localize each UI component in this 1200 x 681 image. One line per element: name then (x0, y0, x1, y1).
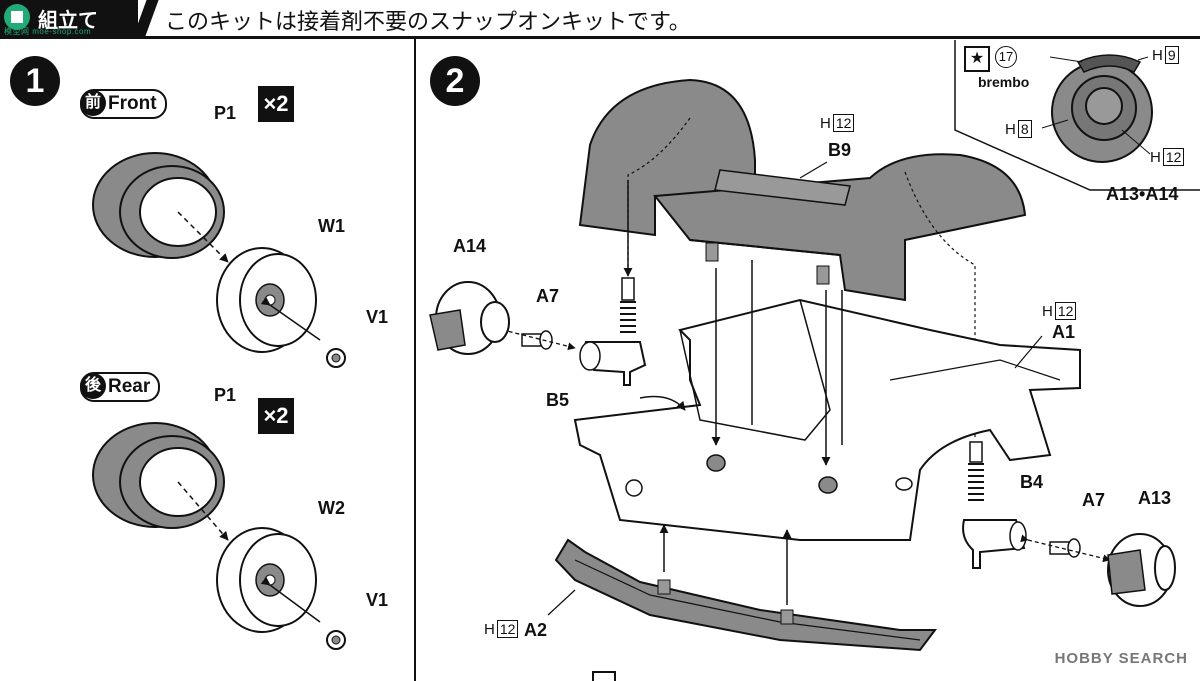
b9-h-prefix: H (820, 115, 831, 132)
front-cap-label: V1 (366, 307, 389, 327)
b4-label: B4 (1020, 472, 1044, 492)
rear-cap-v1 (326, 630, 346, 650)
b9-h-num: 12 (832, 114, 855, 132)
a7-left-label: A7 (536, 286, 560, 306)
inset-h12-prefix: H (1150, 149, 1161, 166)
a1-label: A1 (1052, 322, 1076, 342)
hobby-search-watermark: HOBBY SEARCH (1054, 650, 1188, 667)
watermark-text: 模型网 moe-shop.com (4, 27, 92, 36)
front-wheel-label: W1 (318, 216, 345, 236)
right-shock (968, 441, 984, 501)
step-1-badge: 1 (10, 56, 60, 106)
star-icon: ★ (964, 46, 990, 72)
section-tab: 組立て 模型网 moe-shop.com (0, 0, 138, 36)
left-shock (620, 277, 636, 333)
front-wheel-w1 (216, 247, 317, 353)
part-a1 (573, 298, 1081, 541)
part-a2 (554, 538, 937, 652)
part-a14 (429, 281, 510, 355)
front-tire-p1 (92, 152, 225, 259)
a2-label: A2 (524, 620, 548, 640)
brake-inset (954, 40, 1200, 191)
part-b4 (962, 519, 1027, 569)
step-2-badge: 2 (430, 56, 480, 106)
a2-h-num: 12 (496, 620, 519, 638)
rear-wheel-w2 (216, 527, 317, 633)
part-b9 (578, 78, 1027, 302)
panel-divider (414, 38, 416, 681)
header-bar: 組立て 模型网 moe-shop.com このキットは接着剤不要のスナップオンキ… (0, 0, 1200, 39)
inset-caption: A13•A14 (1106, 184, 1179, 204)
b5-label: B5 (546, 390, 570, 410)
part-a7-right (1049, 538, 1081, 558)
inset-h8-prefix: H (1005, 121, 1016, 138)
part-a13 (1107, 533, 1176, 607)
site-logo-icon (4, 4, 30, 30)
section-title: 組立て (38, 10, 98, 32)
a1-h-num: 12 (1054, 302, 1077, 320)
part-a7-left (521, 330, 553, 350)
a2-h-prefix: H (484, 621, 495, 638)
inset-number-17: 17 (995, 46, 1017, 68)
a7-right-label: A7 (1082, 490, 1106, 510)
front-tire-label: P1 (214, 103, 237, 123)
inset-h12-num: 12 (1162, 148, 1185, 166)
rear-text: Rear (108, 376, 151, 397)
front-text: Front (108, 93, 157, 114)
rear-tire-label: P1 (214, 385, 237, 405)
brembo-logo: brembo (978, 74, 1030, 90)
front-times-badge: ×2 (258, 86, 294, 122)
a14-label: A14 (453, 236, 487, 256)
header-instruction: このキットは接着剤不要のスナップオンキットです。 (165, 9, 691, 34)
a13-label: A13 (1138, 488, 1172, 508)
inset-h8-num: 8 (1017, 120, 1032, 138)
inset-h9-num: 9 (1164, 46, 1179, 64)
a1-h-prefix: H (1042, 303, 1053, 320)
front-kanji: 前 (80, 90, 106, 116)
rear-kanji: 後 (80, 373, 106, 399)
rear-cap-label: V1 (366, 590, 389, 610)
rear-wheel-label: W2 (318, 498, 345, 518)
part-b5 (579, 341, 647, 386)
inset-h9-prefix: H (1152, 47, 1163, 64)
rear-times-badge: ×2 (258, 398, 294, 434)
b9-label: B9 (828, 140, 852, 160)
front-cap-v1 (326, 348, 346, 368)
